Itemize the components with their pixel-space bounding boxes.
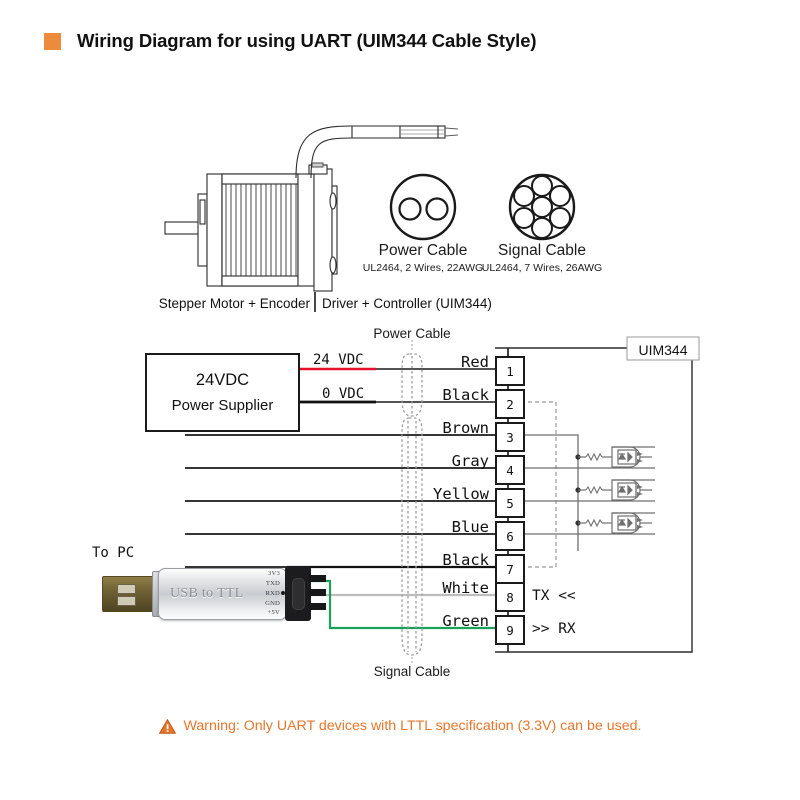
usb-to-ttl-adapter[interactable]: USB to TTL 3V3 TXD RXD GND +5V [96,562,326,624]
wire-label-5: Yellow [433,485,489,503]
opto-isolator-stage-3 [575,512,655,534]
signal-cable-cross-section [508,173,576,241]
power-supply-name: Power Supplier [171,397,274,414]
opto-return-lines [521,467,655,535]
terminal-8[interactable]: 8 [495,582,525,612]
terminal-3[interactable]: 3 [495,422,525,452]
stepper-motor-illustration [164,162,338,292]
power-cable-sleeve [401,353,423,417]
terminal-4-number: 4 [506,462,514,478]
wire-label-7: Black [442,551,489,569]
terminal-9-number: 9 [506,622,514,638]
rx-label: >> RX [532,621,576,637]
signal-cable-legend-spec: UL2464, 7 Wires, 26AWG [481,262,603,274]
page-title-text: Wiring Diagram for using UART (UIM344 Ca… [77,30,537,51]
usb-pin-3v3: 3V3 [268,570,280,577]
usb-pin-gnd: GND [265,599,280,607]
wire-label-9: Green [442,612,489,630]
motor-cable-illustration [295,125,459,179]
warning-triangle-icon [158,718,176,734]
shield-ground-dashed [521,401,557,568]
usb-header-pin-2 [308,589,326,596]
terminal-2[interactable]: 2 [495,389,525,419]
wire-label-8: White [442,579,489,597]
caption-stepper-motor: Stepper Motor + Encoder [158,296,310,311]
usb-pin-5v: +5V [267,609,280,617]
power-supply-voltage: 24VDC [195,371,250,389]
terminal-7[interactable]: 7 [495,554,525,584]
terminal-5-number: 5 [506,495,514,511]
caption-driver-controller: Driver + Controller (UIM344) [322,296,492,311]
usb-pin-rxd: RXD [265,589,280,597]
power-cable-legend-name: Power Cable [378,242,468,259]
terminal-1-number: 1 [506,363,514,379]
signal-cable-legend-name: Signal Cable [498,242,586,259]
signal-cable-sleeve [401,417,423,656]
title-bullet-icon [44,32,61,50]
opto-isolator-stage-2 [575,479,655,501]
usb-pin-txd: TXD [265,579,280,587]
marker-power-cable: Power Cable [373,326,451,341]
terminal-4[interactable]: 4 [495,455,525,485]
terminal-3-number: 3 [506,429,514,445]
usb-led-indicator [281,591,285,595]
warning-text: Warning: Only UART devices with LTTL spe… [183,718,642,734]
uim344-label: UIM344 [638,342,688,358]
terminal-6[interactable]: 6 [495,521,525,551]
page-title: Wiring Diagram for using UART (UIM344 Ca… [44,30,537,52]
opto-common-bus [521,434,579,551]
usb-header-pin-3 [308,603,326,610]
terminal-1[interactable]: 1 [495,356,525,386]
power-cable-legend-spec: UL2464, 2 Wires, 22AWG [362,262,484,274]
usb-header-slot [292,578,305,610]
wire-label-2: Black [442,386,489,404]
wire-label-4: Gray [451,452,489,470]
usb-brand-text: USB to TTL [170,586,244,601]
wire-label-6: Blue [451,518,489,536]
terminal-9[interactable]: 9 [495,615,525,645]
power-cable-cross-section [389,173,457,241]
wire-label-3: Brown [442,419,489,437]
terminal-7-number: 7 [506,561,514,577]
terminal-2-number: 2 [506,396,514,412]
label-24vdc: 24 VDC [313,352,364,368]
to-pc-label: To PC [92,545,135,561]
warning-banner: Warning: Only UART devices with LTTL spe… [0,718,800,734]
usb-header-pin-1 [308,575,326,582]
terminal-8-number: 8 [506,589,514,605]
tx-label: TX << [532,588,576,604]
terminal-6-number: 6 [506,528,514,544]
wire-label-1: Red [461,353,489,371]
usb-pin-labels: 3V3 TXD RXD GND +5V [246,570,280,617]
power-supply-box: 24VDC Power Supplier [145,353,300,432]
label-0vdc: 0 VDC [322,386,365,402]
opto-isolator-stage-1 [575,446,655,468]
marker-signal-cable: Signal Cable [373,664,451,679]
terminal-5[interactable]: 5 [495,488,525,518]
